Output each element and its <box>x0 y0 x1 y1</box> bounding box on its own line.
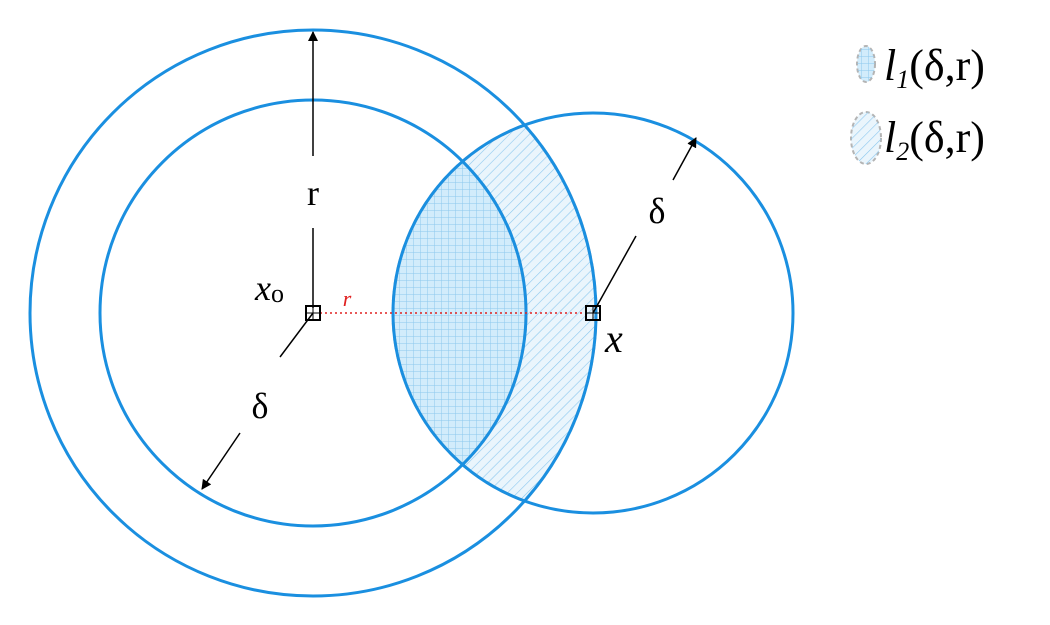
delta-left-arrow <box>201 432 241 490</box>
right-circle <box>391 111 795 515</box>
legend-l2-label: l2(δ,r) <box>884 113 985 166</box>
delta-right-label: δ <box>649 191 666 231</box>
legend: l1(δ,r) l2(δ,r) <box>850 41 985 166</box>
legend-item-l2: l2(δ,r) <box>850 111 985 166</box>
region-l1 <box>393 113 526 513</box>
delta-right-line-lower <box>592 235 637 314</box>
x-label: x <box>604 316 623 361</box>
legend-item-l1: l1(δ,r) <box>856 41 985 94</box>
legend-l1-label: l1(δ,r) <box>884 41 985 94</box>
x0-label: xo <box>254 268 284 308</box>
center-distance-label: r <box>343 286 352 311</box>
r-label: r <box>307 173 319 213</box>
delta-left-label: δ <box>252 386 269 426</box>
delta-right-arrow <box>672 137 697 181</box>
